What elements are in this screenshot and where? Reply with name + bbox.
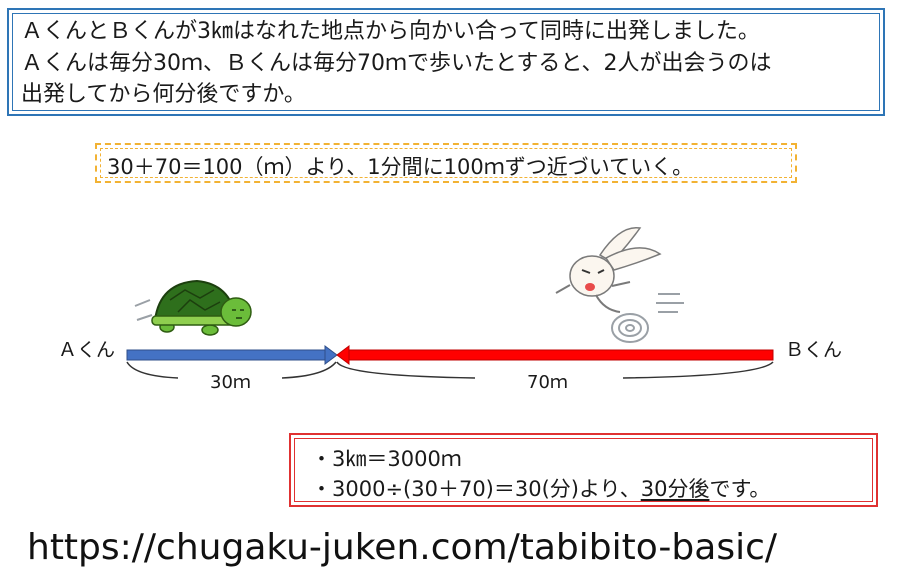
brace-a-right xyxy=(281,361,337,379)
distance-a: 30ｍ xyxy=(210,372,251,393)
arrow-b-head xyxy=(336,345,350,365)
brace-a-left xyxy=(126,361,179,379)
arrow-a-head xyxy=(324,345,338,365)
brace-b-right xyxy=(622,361,774,379)
answer-highlight: 30分後 xyxy=(640,477,710,501)
answer-line-1: ・3㎞＝3000ｍ xyxy=(311,447,462,471)
rabbit-icon xyxy=(555,227,684,343)
hint-text: 30＋70＝100（ｍ）より、1分間に100ｍずつ近づいていく。 xyxy=(107,155,694,179)
label-a: Ａくん xyxy=(58,339,116,361)
problem-line-3: 出発してから何分後ですか。 xyxy=(21,82,306,107)
problem-box: ＡくんとＢくんが3㎞はなれた地点から向かい合って同時に出発しました。 Ａくんは毎… xyxy=(7,8,885,116)
source-url: https://chugaku-juken.com/tabibito-basic… xyxy=(27,527,778,568)
answer-line-2: ・3000÷(30＋70)＝30(分)より、30分後です。 xyxy=(311,473,770,503)
problem-line-1: ＡくんとＢくんが3㎞はなれた地点から向かい合って同時に出発しました。 xyxy=(21,19,760,44)
turtle-icon xyxy=(134,279,252,336)
problem-line-2: Ａくんは毎分30ｍ、Ｂくんは毎分70ｍで歩いたとすると、2人が出会うのは xyxy=(21,51,772,76)
label-b: Ｂくん xyxy=(785,339,843,361)
brace-b-left xyxy=(336,361,476,379)
hint-box: 30＋70＝100（ｍ）より、1分間に100ｍずつ近づいていく。 xyxy=(95,143,797,183)
answer-line-2-suffix: です。 xyxy=(709,477,771,501)
arrow-b xyxy=(347,349,774,361)
answer-line-2-prefix: ・3000÷(30＋70)＝30(分)より、 xyxy=(311,477,641,501)
distance-b: 70ｍ xyxy=(527,372,568,393)
answer-box: ・3㎞＝3000ｍ ・3000÷(30＋70)＝30(分)より、30分後です。 xyxy=(289,433,878,507)
arrow-a xyxy=(126,349,328,361)
